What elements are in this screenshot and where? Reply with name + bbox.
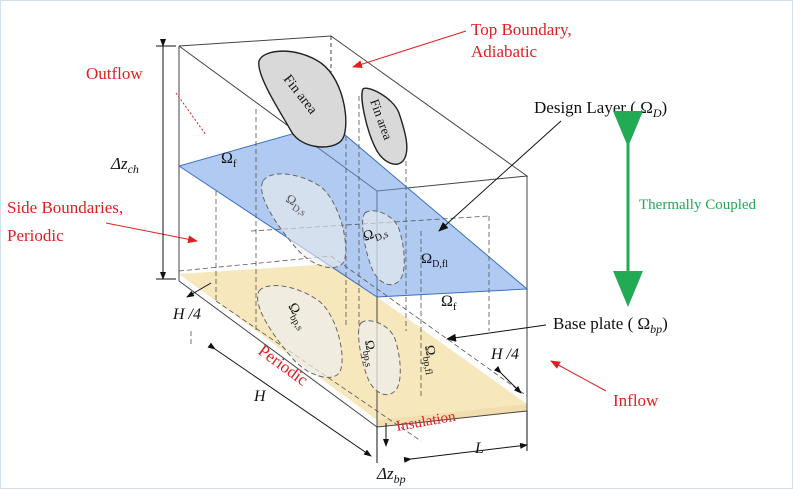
side-boundaries-line2: Periodic [7,226,64,245]
base-plate-front [377,404,527,427]
side-boundaries-line1: Side Boundaries, [7,198,123,217]
top-boundary-line2: Adiabatic [471,42,538,61]
base-plate-arrow [446,324,547,342]
h4-right-label: H /4 [490,346,519,363]
design-layer-plane [179,123,527,297]
omega-f-top-label: Ωf [221,150,237,170]
inflow-label: Inflow [613,391,659,410]
inflow-arrow [550,360,607,392]
fin-area-2-shape [361,87,408,165]
h-label: H [253,388,267,405]
dz-bp-label: Δzbp [376,464,406,486]
omega-ds-2-label: ΩD,s [361,222,390,247]
omega-bpfl-label: Ωbp,fl [418,344,441,376]
top-boundary-line1: Top Boundary, [471,20,572,39]
design-layer-arrow [438,120,562,232]
top-boundary-arrow [352,30,467,69]
thermally-coupled-label: Thermally Coupled [639,197,757,213]
h4-left-label: H /4 [172,306,201,323]
omega-dfl-label: ΩD,fl [421,251,448,270]
outflow-arrow [175,92,207,136]
l-label: L [474,440,484,457]
design-layer-label: Design Layer ( ΩD) [534,98,667,120]
dz-ch-label: Δzch [110,154,139,176]
fin-area-1-shape [258,50,347,148]
outflow-label: Outflow [86,64,143,83]
design-solid-2-shape [362,210,405,286]
side-boundaries-arrow [105,222,198,244]
design-solid-1-shape [261,173,347,268]
base-plate-label: Base plate ( Ωbp) [553,314,668,336]
dimension-lines [156,39,528,463]
omega-f-right-label: Ωf [441,293,457,313]
